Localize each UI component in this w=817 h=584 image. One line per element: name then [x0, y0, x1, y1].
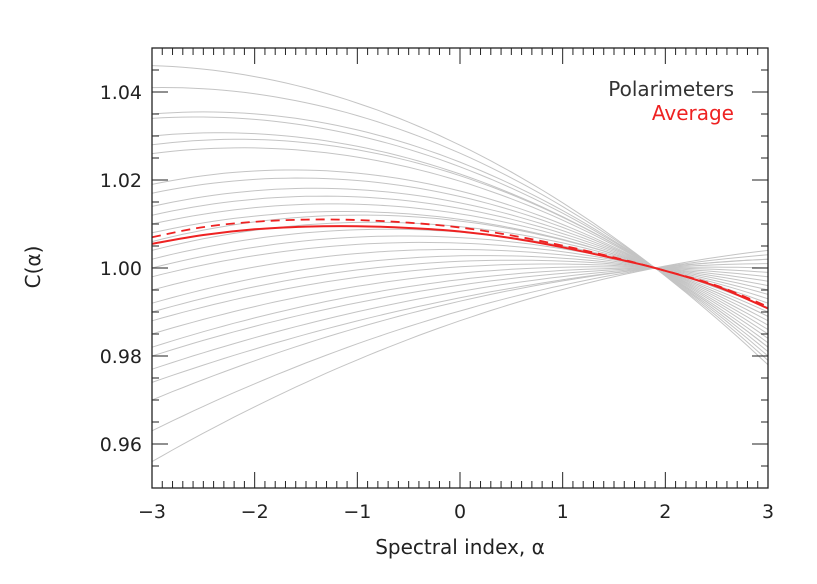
y-axis-label: C(α): [21, 246, 45, 289]
polarimeter-curve-30: [151, 249, 769, 463]
polarimeter-curve-2: [151, 86, 769, 361]
x-tick-label: −3: [138, 501, 166, 523]
polarimeter-curve-8: [151, 169, 769, 339]
x-tick-label: −2: [241, 501, 269, 523]
y-tick-label: 1.02: [100, 170, 142, 192]
x-axis-label: Spectral index, α: [375, 535, 545, 559]
x-tick-label: 2: [659, 501, 671, 523]
legend-entry-polarimeters: Polarimeters: [608, 77, 734, 101]
polarimeter-curve-4: [151, 116, 769, 352]
polarimeter-curve-10: [151, 187, 769, 331]
y-tick-label: 0.96: [100, 434, 142, 456]
y-tick-label: 0.98: [100, 346, 142, 368]
average-curve-solid: [151, 225, 769, 310]
x-tick-label: 1: [557, 501, 569, 523]
x-tick-label: 3: [762, 501, 774, 523]
y-tick-label: 1.00: [100, 258, 142, 280]
polarimeter-curve-7: [151, 147, 769, 344]
axis-ticks: [151, 47, 769, 489]
tick-labels: −3 −2 −1 0 1 2 3 0.96 0.98 1.00 1.02 1.04: [100, 82, 774, 523]
polarimeter-curve-3: [151, 111, 769, 357]
polarimeter-curves: [151, 65, 769, 463]
y-tick-label: 1.04: [100, 82, 142, 104]
x-tick-label: −1: [343, 501, 371, 523]
average-curves: [151, 218, 769, 310]
x-tick-label: 0: [454, 501, 466, 523]
legend-entry-average: Average: [652, 101, 734, 125]
polarimeter-curve-11: [151, 195, 769, 326]
